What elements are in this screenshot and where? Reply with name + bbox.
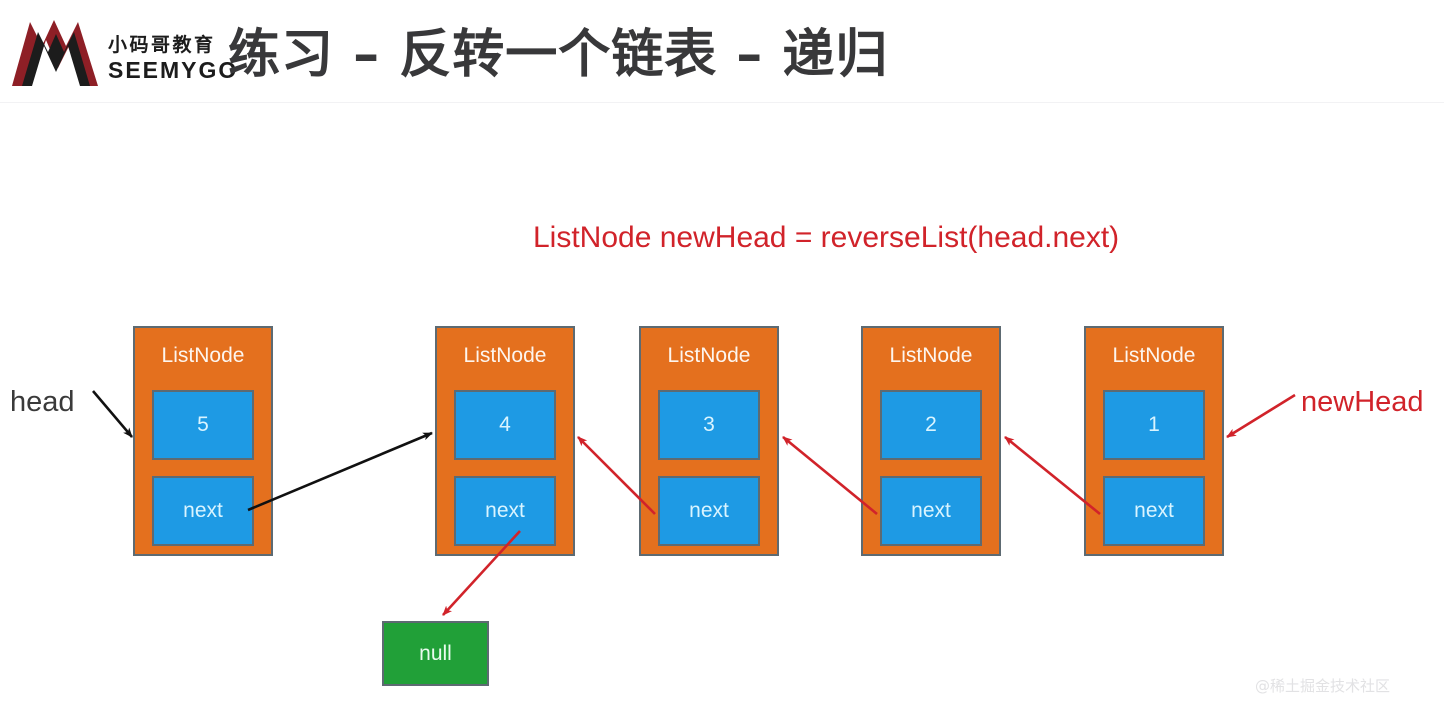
label-head: head — [10, 386, 75, 418]
list-node-4: ListNode 4 next — [435, 326, 575, 556]
node-type-label: ListNode — [161, 344, 245, 367]
logo-text-english: SEEMYGO — [108, 57, 239, 83]
node-value-cell: 3 — [658, 390, 760, 460]
list-node-1: ListNode 1 next — [1084, 326, 1224, 556]
node-value-cell: 4 — [454, 390, 556, 460]
node-next-cell: next — [880, 476, 982, 546]
arrow-node5-next-to-node4 — [247, 431, 433, 512]
seemygo-mountain-m-logo-icon — [12, 20, 98, 86]
node-type-label: ListNode — [1112, 344, 1196, 367]
formula-text: ListNode newHead = reverseList(head.next… — [533, 221, 1120, 254]
node-type-label: ListNode — [889, 344, 973, 367]
diagram-canvas: ListNode newHead = reverseList(head.next… — [0, 103, 1444, 726]
arrow-newhead-to-node1 — [1226, 393, 1296, 439]
node-next-cell: next — [454, 476, 556, 546]
node-type-label: ListNode — [463, 344, 547, 367]
watermark: @稀土掘金技术社区 — [1255, 677, 1391, 695]
page-header: 小码哥教育 SEEMYGO 练习 – 反转一个链表 – 递归 — [0, 0, 1444, 103]
list-node-3: ListNode 3 next — [639, 326, 779, 556]
label-new-head: newHead — [1301, 386, 1424, 418]
node-next-cell: next — [1103, 476, 1205, 546]
list-node-2: ListNode 2 next — [861, 326, 1001, 556]
node-next-cell: next — [152, 476, 254, 546]
logo-text-chinese: 小码哥教育 — [108, 34, 216, 56]
node-value-cell: 5 — [152, 390, 254, 460]
list-node-5: ListNode 5 next — [133, 326, 273, 556]
node-value-cell: 2 — [880, 390, 982, 460]
node-type-label: ListNode — [667, 344, 751, 367]
node-next-cell: next — [658, 476, 760, 546]
brand-logo: 小码哥教育 SEEMYGO — [8, 10, 236, 92]
node-value-cell: 1 — [1103, 390, 1205, 460]
null-box: null — [382, 621, 489, 686]
page-title: 练习 – 反转一个链表 – 递归 — [228, 25, 889, 85]
arrow-head-to-node5 — [92, 390, 133, 438]
